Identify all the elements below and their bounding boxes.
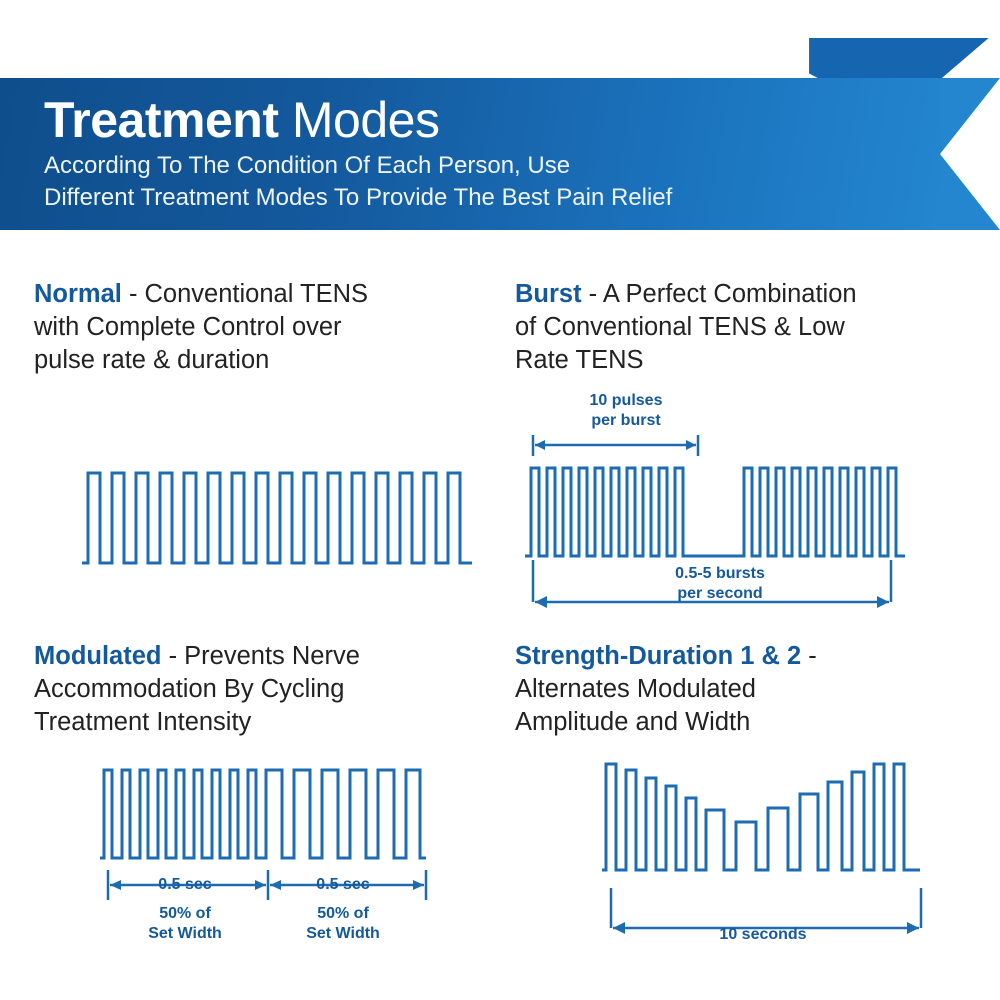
- mode-card-normal: Normal - Conventional TENS with Complete…: [34, 278, 494, 565]
- modulated-label-1-line2: 50% of: [159, 905, 211, 922]
- mode-desc-modulated-line2: Accommodation By Cycling: [34, 675, 345, 703]
- burst-annotation-top-line1: 10 pulses: [589, 392, 663, 409]
- strength-duration-measure-arrow: [609, 888, 923, 934]
- page-subtitle-line-2: Different Treatment Modes To Provide The…: [44, 184, 673, 211]
- mode-desc-sd-line2: Alternates Modulated: [515, 675, 756, 703]
- page-title-bold: Treatment: [44, 92, 279, 148]
- modulated-label-1-line3: Set Width: [148, 925, 222, 942]
- modulated-label-2-line2: 50% of: [317, 905, 369, 922]
- mode-name-normal: Normal: [34, 280, 122, 308]
- modulated-measure-arrows: [106, 870, 428, 900]
- burst-top-measure-arrow: [531, 435, 700, 456]
- waveform-strength-duration: [602, 762, 920, 872]
- burst-annotation-bottom-line2: per second: [677, 585, 763, 602]
- mode-desc-burst-line2: of Conventional TENS & Low: [515, 313, 845, 341]
- strength-duration-label: 10 seconds: [719, 926, 807, 943]
- mode-desc-normal-line1: - Conventional TENS: [121, 280, 369, 308]
- mode-card-modulated: Modulated - Prevents Nerve Accommodation…: [34, 640, 504, 942]
- burst-annotation-top-line2: per burst: [591, 412, 661, 429]
- page-title: Treatment Modes: [44, 92, 440, 148]
- waveform-modulated: [100, 768, 426, 860]
- mode-desc-modulated-line1: - Prevents Nerve: [161, 642, 360, 670]
- mode-desc-sd-line3: Amplitude and Width: [515, 708, 751, 736]
- mode-desc-modulated-line3: Treatment Intensity: [34, 708, 252, 736]
- modulated-label-1-line1: 0.5 sec: [158, 876, 212, 893]
- waveform-burst: [525, 466, 905, 558]
- mode-heading-burst: Burst - A Perfect Combination: [515, 278, 985, 311]
- mode-name-modulated: Modulated: [34, 642, 162, 670]
- header-banner: Treatment Modes According To The Conditi…: [0, 38, 1000, 234]
- mode-desc-normal-line2: with Complete Control over: [34, 313, 342, 341]
- burst-bottom-measure-arrow: [531, 560, 893, 608]
- mode-heading-modulated: Modulated - Prevents Nerve: [34, 640, 504, 673]
- modulated-label-2-line3: Set Width: [306, 925, 380, 942]
- mode-desc-sd-line1: -: [801, 642, 817, 670]
- mode-card-burst: Burst - A Perfect Combination of Convent…: [515, 278, 985, 608]
- burst-annotation-bottom-line1: 0.5-5 bursts: [675, 565, 765, 582]
- mode-heading-strength-duration: Strength-Duration 1 & 2 -: [515, 640, 985, 673]
- page-subtitle-line-1: According To The Condition Of Each Perso…: [44, 152, 571, 179]
- modulated-label-2-line1: 0.5 sec: [316, 876, 370, 893]
- mode-name-burst: Burst: [515, 280, 582, 308]
- page-title-light: Modes: [291, 92, 440, 148]
- mode-card-strength-duration: Strength-Duration 1 & 2 - Alternates Mod…: [515, 640, 985, 943]
- banner-right-notch: [940, 78, 1000, 230]
- mode-desc-burst-line3: Rate TENS: [515, 346, 644, 374]
- waveform-normal: [82, 471, 472, 565]
- mode-heading-normal: Normal - Conventional TENS: [34, 278, 494, 311]
- mode-desc-burst-line1: - A Perfect Combination: [581, 280, 857, 308]
- mode-name-strength-duration: Strength-Duration 1 & 2: [515, 642, 802, 670]
- mode-desc-normal-line3: pulse rate & duration: [34, 346, 270, 374]
- banner-body: [0, 78, 940, 230]
